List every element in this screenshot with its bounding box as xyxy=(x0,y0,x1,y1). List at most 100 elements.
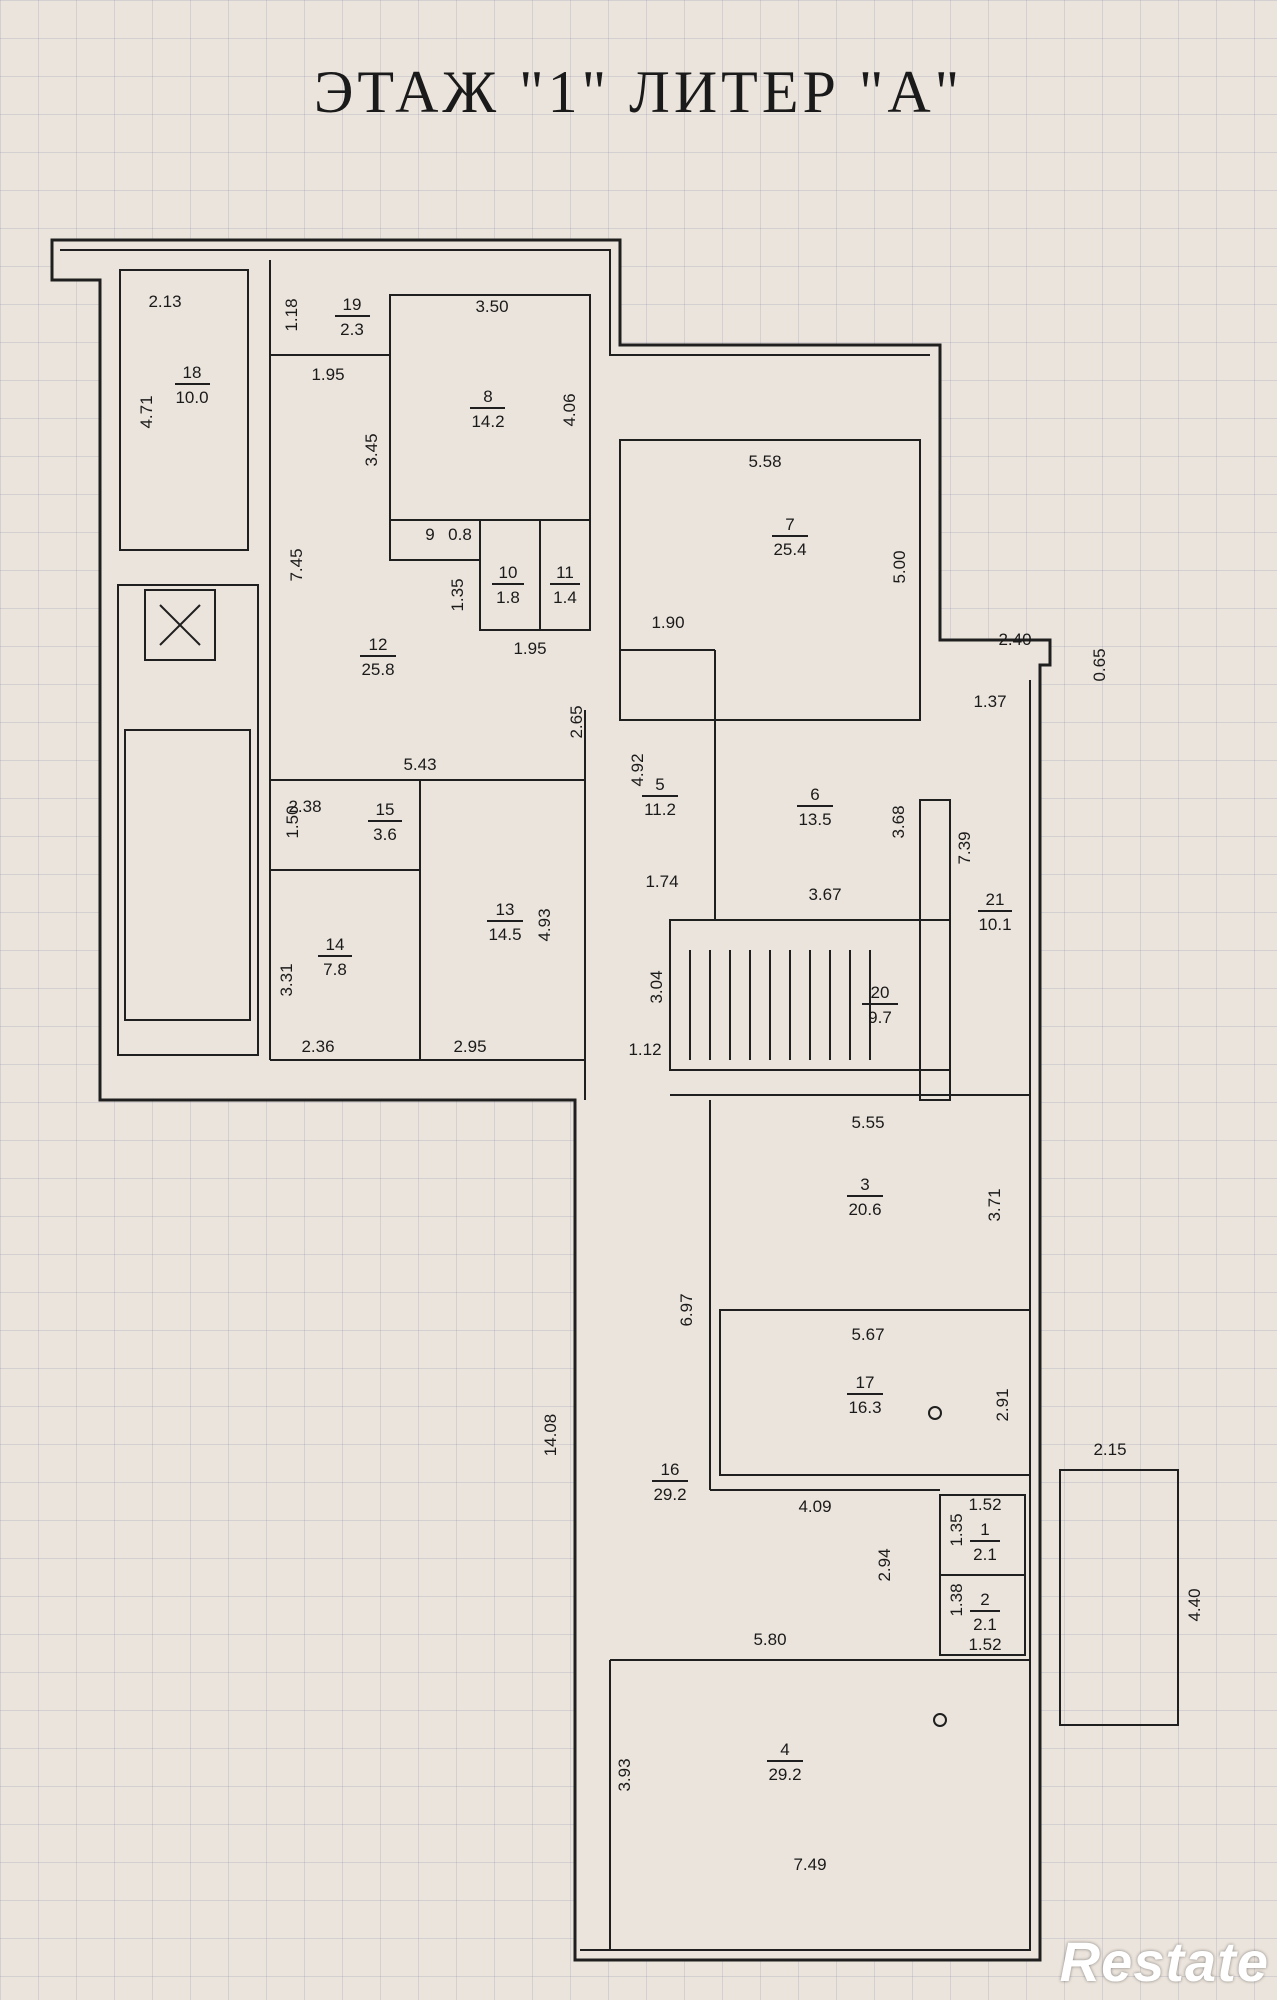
svg-text:5: 5 xyxy=(655,775,664,794)
svg-text:14: 14 xyxy=(326,935,345,954)
room-label-8: 814.2 xyxy=(470,387,505,431)
dim: 4.06 xyxy=(560,393,579,426)
room-label-21: 21 10.1 xyxy=(978,890,1012,934)
svg-text:20.6: 20.6 xyxy=(848,1200,881,1219)
svg-text:3.6: 3.6 xyxy=(373,825,397,844)
svg-text:10: 10 xyxy=(499,563,518,582)
restate-logo-text: Restate xyxy=(1059,1930,1269,1993)
room-label-14: 147.8 xyxy=(318,935,352,979)
dim: 3.67 xyxy=(808,885,841,904)
svg-text:16: 16 xyxy=(661,1460,680,1479)
dim: 0.65 xyxy=(1090,648,1109,681)
svg-text:14.2: 14.2 xyxy=(471,412,504,431)
dim: 3.93 xyxy=(615,1758,634,1791)
svg-text:7: 7 xyxy=(785,515,794,534)
svg-text:8: 8 xyxy=(483,387,492,406)
room-label-3: 320.6 xyxy=(847,1175,883,1219)
dim: 5.43 xyxy=(403,755,436,774)
room-label-10: 101.8 xyxy=(492,563,524,607)
room-label-19: 192.3 xyxy=(335,295,370,339)
dim: 3.50 xyxy=(475,297,508,316)
svg-text:1: 1 xyxy=(980,1520,989,1539)
dim: 1.37 xyxy=(973,692,1006,711)
svg-text:13.5: 13.5 xyxy=(798,810,831,829)
svg-text:2.1: 2.1 xyxy=(973,1545,997,1564)
dim: 5.55 xyxy=(851,1113,884,1132)
dim: 7.39 xyxy=(955,831,974,864)
svg-text:16.3: 16.3 xyxy=(848,1398,881,1417)
dim: 1.35 xyxy=(448,578,467,611)
dim: 5.00 xyxy=(890,550,909,583)
room-label-6: 613.5 xyxy=(797,785,833,829)
dim: 1.18 xyxy=(282,298,301,331)
dim: 4.71 xyxy=(137,395,156,428)
dim: 4.93 xyxy=(535,908,554,941)
room-label-7: 725.4 xyxy=(772,515,808,559)
dim: 2.38 xyxy=(288,797,321,816)
svg-text:12: 12 xyxy=(369,635,388,654)
dim: 4.09 xyxy=(798,1497,831,1516)
dim: 14.08 xyxy=(541,1414,560,1457)
dim: 2.15 xyxy=(1093,1440,1126,1459)
room-label-11: 111.4 xyxy=(550,563,580,607)
svg-text:1.4: 1.4 xyxy=(553,588,577,607)
dim: 1.52 xyxy=(968,1495,1001,1514)
svg-text:25.4: 25.4 xyxy=(773,540,806,559)
dim: 2.36 xyxy=(301,1037,334,1056)
dim: 1.52 xyxy=(968,1635,1001,1654)
room-label-20: 209.7 xyxy=(862,983,898,1027)
dim: 1.38 xyxy=(947,1583,966,1616)
svg-text:3: 3 xyxy=(860,1175,869,1194)
svg-text:9.7: 9.7 xyxy=(868,1008,892,1027)
svg-text:13: 13 xyxy=(496,900,515,919)
dim: 1.95 xyxy=(513,639,546,658)
svg-text:6: 6 xyxy=(810,785,819,804)
walls xyxy=(50,238,1179,1962)
room-label-18: 18 10.0 xyxy=(175,363,210,407)
svg-text:10.0: 10.0 xyxy=(175,388,208,407)
plan-title: ЭТАЖ "1" ЛИТЕР "А" xyxy=(313,59,964,125)
dim: 2.94 xyxy=(875,1548,894,1581)
dim: 2.13 xyxy=(148,292,181,311)
svg-text:15: 15 xyxy=(376,800,395,819)
dim: 5.67 xyxy=(851,1325,884,1344)
svg-text:20: 20 xyxy=(871,983,890,1002)
svg-text:10.1: 10.1 xyxy=(978,915,1011,934)
dim: 2.65 xyxy=(567,705,586,738)
dim: 2.95 xyxy=(453,1037,486,1056)
svg-text:7.8: 7.8 xyxy=(323,960,347,979)
dim: 2.40 xyxy=(998,630,1031,649)
dim: 1.50 xyxy=(283,805,302,838)
dim: 1.95 xyxy=(311,365,344,384)
svg-text:4: 4 xyxy=(780,1740,789,1759)
room-label-1: 12.1 xyxy=(970,1520,1000,1564)
dim: 3.68 xyxy=(889,805,908,838)
room-label-12: 12 25.8 xyxy=(360,635,396,679)
svg-text:2.3: 2.3 xyxy=(340,320,364,339)
dim: 1.12 xyxy=(628,1040,661,1059)
svg-text:9: 9 xyxy=(425,525,434,544)
dim: 3.71 xyxy=(985,1188,1004,1221)
svg-text:29.2: 29.2 xyxy=(768,1765,801,1784)
dim: 6.97 xyxy=(677,1293,696,1326)
dim: 5.58 xyxy=(748,452,781,471)
dim: 5.80 xyxy=(753,1630,786,1649)
dim: 4.40 xyxy=(1185,1588,1204,1621)
svg-text:25.8: 25.8 xyxy=(361,660,394,679)
svg-text:21: 21 xyxy=(986,890,1005,909)
dim: 2.91 xyxy=(993,1388,1012,1421)
dim: 7.45 xyxy=(287,548,306,581)
room-label-15: 153.6 xyxy=(368,800,402,844)
dim: 1.35 xyxy=(947,1513,966,1546)
dim: 7.49 xyxy=(793,1855,826,1874)
dim: 1.74 xyxy=(645,872,678,891)
svg-text:11.2: 11.2 xyxy=(644,800,676,819)
dim: 3.31 xyxy=(277,963,296,996)
svg-text:19: 19 xyxy=(343,295,362,314)
svg-text:18: 18 xyxy=(183,363,202,382)
